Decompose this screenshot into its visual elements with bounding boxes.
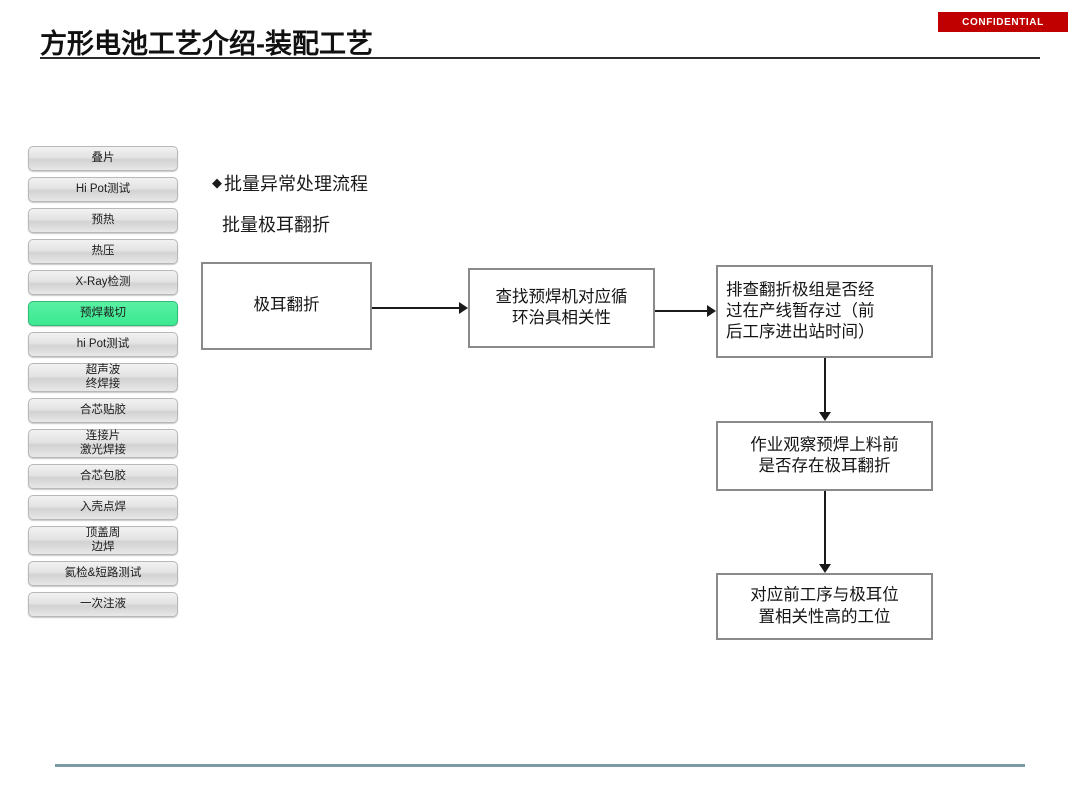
heading-primary-label: 批量异常处理流程 xyxy=(224,174,368,194)
sidebar-item-11[interactable]: 入壳点焊 xyxy=(28,495,178,520)
sidebar-item-label: 合芯包胶 xyxy=(80,469,126,482)
sidebar-item-6[interactable]: hi Pot测试 xyxy=(28,332,178,357)
sidebar-item-label: 叠片 xyxy=(91,151,115,164)
sidebar-item-label: 合芯贴胶 xyxy=(80,403,126,416)
sidebar-item-4[interactable]: X-Ray检测 xyxy=(28,270,178,295)
footer-divider xyxy=(55,764,1025,767)
sidebar-item-5[interactable]: 预焊裁切 xyxy=(28,301,178,326)
heading-primary: ◆批量异常处理流程 xyxy=(212,170,368,196)
flow-box-check-buffer[interactable]: 排查翻折极组是否经过在产线暂存过（前后工序进出站时间） xyxy=(716,265,933,358)
sidebar-item-9[interactable]: 连接片激光焊接 xyxy=(28,429,178,458)
page-title: 方形电池工艺介绍-装配工艺 xyxy=(40,29,373,59)
heading-secondary: 批量极耳翻折 xyxy=(222,215,330,235)
sidebar-item-13[interactable]: 氦检&短路测试 xyxy=(28,561,178,586)
arrow-checkbuffer-to-observe-icon xyxy=(819,412,831,421)
sidebar-item-10[interactable]: 合芯包胶 xyxy=(28,464,178,489)
flow-box-find-machine-text: 查找预焊机对应循环治具相关性 xyxy=(495,287,628,327)
sidebar-item-label: 超声波终焊接 xyxy=(85,364,121,390)
sidebar-item-label: 入壳点焊 xyxy=(80,500,126,513)
title-divider xyxy=(40,57,1040,59)
connector-checkbuffer-to-observe xyxy=(824,358,826,412)
sidebar-item-1[interactable]: Hi Pot测试 xyxy=(28,177,178,202)
arrow-observe-to-station-icon xyxy=(819,564,831,573)
process-sidebar: 叠片 Hi Pot测试预热热压 X-Ray检测预焊裁切 hi Pot测试超声波终焊接合… xyxy=(28,146,178,623)
arrow-tabfold-to-findmachine-icon xyxy=(459,302,468,314)
sidebar-item-2[interactable]: 预热 xyxy=(28,208,178,233)
sidebar-item-label: 顶盖周边焊 xyxy=(85,527,121,553)
sidebar-item-label: X-Ray检测 xyxy=(75,275,131,288)
sidebar-item-8[interactable]: 合芯贴胶 xyxy=(28,398,178,423)
sidebar-item-label: 预焊裁切 xyxy=(80,306,126,319)
sidebar-item-label: 一次注液 xyxy=(80,597,126,610)
flow-box-tab-fold-text: 极耳翻折 xyxy=(253,296,320,315)
sidebar-item-label: 氦检&短路测试 xyxy=(64,566,142,579)
sidebar-item-7[interactable]: 超声波终焊接 xyxy=(28,363,178,392)
flow-box-observe[interactable]: 作业观察预焊上料前是否存在极耳翻折 xyxy=(716,421,933,491)
flow-box-station[interactable]: 对应前工序与极耳位置相关性高的工位 xyxy=(716,573,933,640)
sidebar-item-label: 连接片激光焊接 xyxy=(80,430,126,456)
flow-box-check-buffer-text: 排查翻折极组是否经过在产线暂存过（前后工序进出站时间） xyxy=(726,280,875,342)
sidebar-item-12[interactable]: 顶盖周边焊 xyxy=(28,526,178,555)
arrow-findmachine-to-checkbuffer-icon xyxy=(707,305,716,317)
connector-findmachine-to-checkbuffer xyxy=(655,310,707,312)
sidebar-item-0[interactable]: 叠片 xyxy=(28,146,178,171)
sidebar-item-label: hi Pot测试 xyxy=(76,337,130,350)
sidebar-item-3[interactable]: 热压 xyxy=(28,239,178,264)
flow-box-station-text: 对应前工序与极耳位置相关性高的工位 xyxy=(750,586,899,626)
sidebar-item-label: 预热 xyxy=(91,213,115,226)
slide-header: CONFIDENTIAL 方形电池工艺介绍-装配工艺 xyxy=(0,0,1080,70)
flow-box-tab-fold[interactable]: 极耳翻折 xyxy=(201,262,372,350)
flow-box-find-machine[interactable]: 查找预焊机对应循环治具相关性 xyxy=(468,268,655,348)
confidential-badge: CONFIDENTIAL xyxy=(938,12,1068,32)
diamond-bullet-icon: ◆ xyxy=(212,175,222,191)
connector-observe-to-station xyxy=(824,491,826,564)
sidebar-item-14[interactable]: 一次注液 xyxy=(28,592,178,617)
sidebar-item-label: Hi Pot测试 xyxy=(75,182,131,195)
connector-tabfold-to-findmachine xyxy=(372,307,459,309)
sidebar-item-label: 热压 xyxy=(91,244,115,257)
flow-box-observe-text: 作业观察预焊上料前是否存在极耳翻折 xyxy=(750,435,899,475)
